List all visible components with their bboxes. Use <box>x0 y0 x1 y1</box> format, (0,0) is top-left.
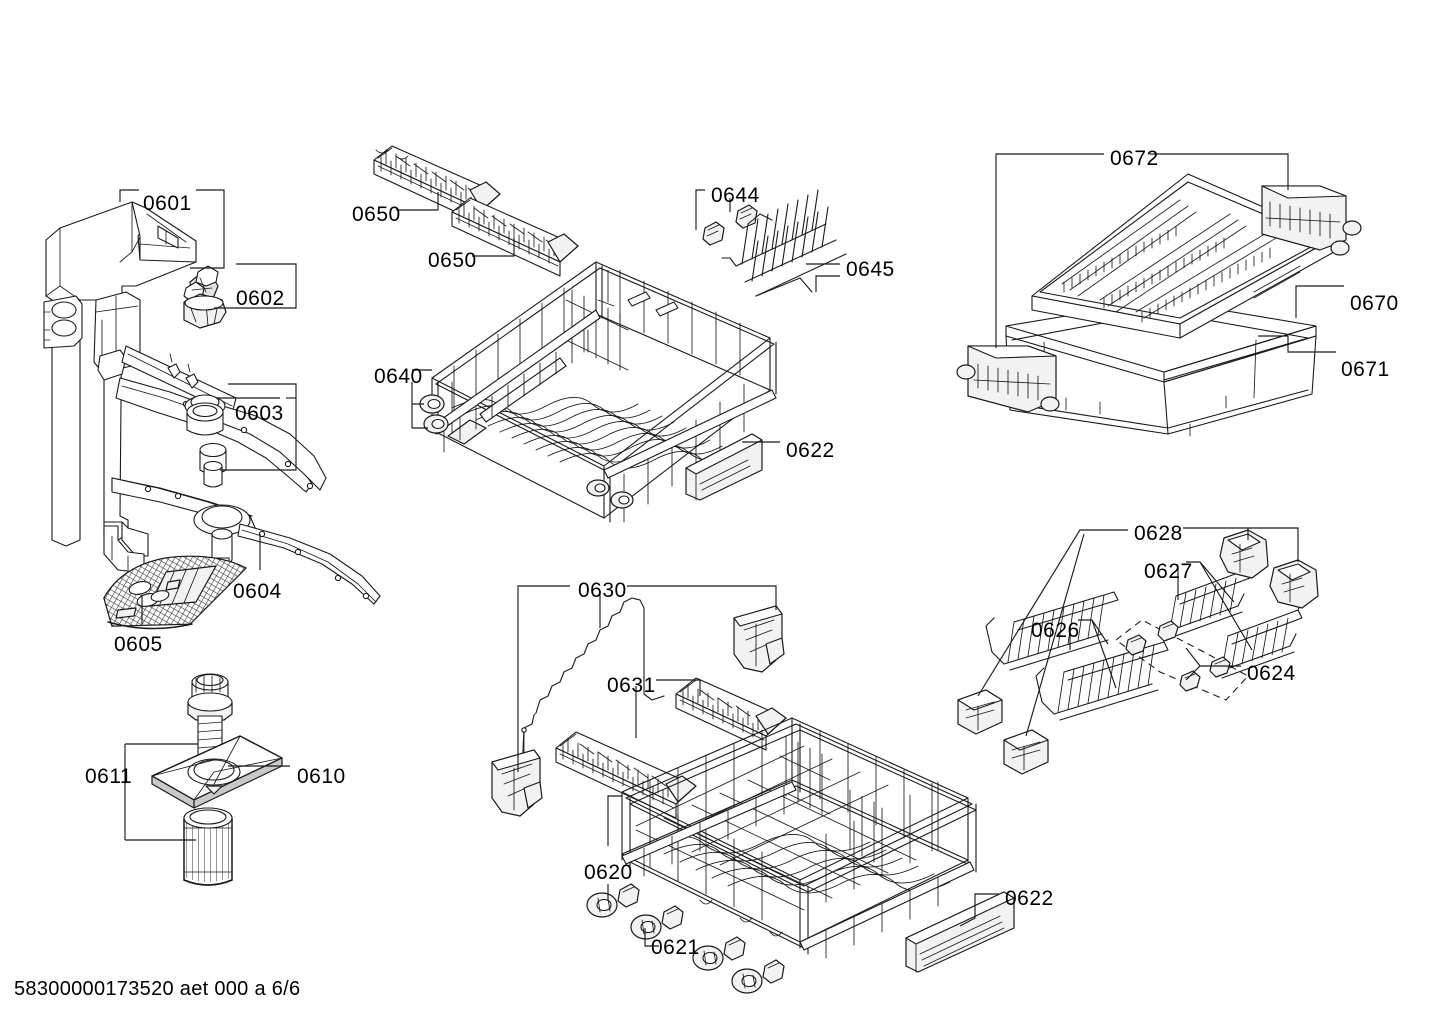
callout-0622-lower: 0622 <box>1005 887 1054 910</box>
callout-0626: 0626 <box>1031 619 1080 642</box>
callout-0624: 0624 <box>1247 662 1296 685</box>
callout-0627: 0627 <box>1144 560 1193 583</box>
part-0624-fixing-clips <box>1125 620 1231 692</box>
callout-0645: 0645 <box>846 258 895 281</box>
tine-rack-group-drawing <box>957 529 1319 775</box>
callout-0650-a: 0650 <box>352 203 401 226</box>
callout-0644: 0644 <box>711 184 760 207</box>
callout-0622-upper: 0622 <box>786 439 835 462</box>
filter-assembly-drawing <box>151 673 283 886</box>
part-0650-folding-tine-rack-a <box>373 145 501 225</box>
part-0611-micro-filter-cylinder <box>183 807 233 886</box>
callout-0611: 0611 <box>85 765 133 788</box>
part-0603-upper-spray-arm <box>93 291 327 493</box>
part-0630-end-support-left <box>491 749 543 817</box>
callout-0602: 0602 <box>236 287 285 310</box>
callout-0604: 0604 <box>233 580 282 603</box>
callout-0610: 0610 <box>297 765 346 788</box>
part-0626-end-latches <box>957 689 1049 775</box>
callout-0621: 0621 <box>651 936 700 959</box>
part-0605-filter-cover-plate <box>103 555 247 630</box>
callout-0603: 0603 <box>235 402 284 425</box>
callout-0601: 0601 <box>143 192 192 215</box>
callout-0670: 0670 <box>1350 292 1399 315</box>
part-0620-lower-basket <box>621 717 977 959</box>
part-0650-folding-tine-rack-b <box>451 197 579 277</box>
lower-basket-inserts-drawing <box>491 597 787 819</box>
part-0620-0621-rollers-and-pins <box>586 883 785 994</box>
part-0626-tine-racks <box>985 591 1169 721</box>
upper-basket-inserts-drawing <box>373 145 847 297</box>
callout-0620: 0620 <box>584 861 633 884</box>
part-0640-upper-basket <box>419 261 777 523</box>
part-0631-folding-tine-racks <box>555 677 787 819</box>
part-0622-name-plate-upper <box>685 433 763 501</box>
callout-0631: 0631 <box>607 674 656 697</box>
cutlery-drawer-drawing <box>956 173 1362 437</box>
callout-0650-b: 0650 <box>428 249 477 272</box>
part-0628-end-caps <box>1219 529 1319 609</box>
part-0610-flat-filter <box>151 735 283 809</box>
part-0602-impeller-and-bearing <box>183 265 227 329</box>
part-0645-wire-tine-rack <box>721 189 847 297</box>
callout-0672: 0672 <box>1110 147 1159 170</box>
callout-0671: 0671 <box>1341 358 1390 381</box>
part-0644-fixing-clips <box>702 204 758 246</box>
leader-lines <box>119 153 1344 947</box>
part-0672-side-rails <box>956 185 1362 413</box>
callout-0640: 0640 <box>374 365 423 388</box>
upper-basket-drawing <box>419 261 777 523</box>
part-0622-name-plate-lower <box>905 891 1015 973</box>
callout-0605: 0605 <box>114 633 163 656</box>
lower-basket-drawing <box>586 717 1015 994</box>
part-0670-cutlery-tray <box>1031 173 1335 339</box>
part-0630-end-support-right <box>733 605 785 673</box>
document-footer-code: 58300000173520 aet 000 a 6/6 <box>14 978 301 1000</box>
spray-arm-assembly-drawing <box>43 201 381 630</box>
callout-0630: 0630 <box>578 579 627 602</box>
callout-0628: 0628 <box>1134 522 1183 545</box>
